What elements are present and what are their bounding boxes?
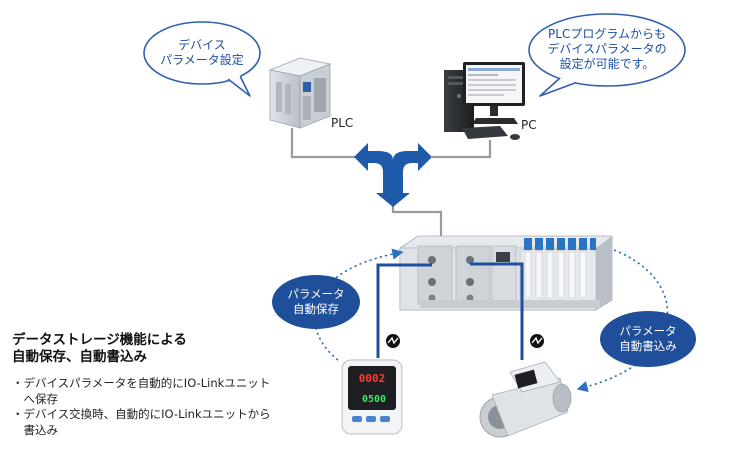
bubble-left-text: デバイス パラメータ設定	[144, 38, 260, 68]
badge-auto-save-line-1: パラメータ	[287, 287, 345, 301]
badge-auto-save-line-2: 自動保存	[293, 302, 339, 316]
branch-arrow-icon	[354, 143, 432, 207]
bubble-plc-program-setting	[528, 13, 686, 97]
bubble-right-line-1: PLCプログラムからも	[548, 27, 666, 41]
sensor-top-value: 0002	[359, 372, 386, 385]
bubble-right-text: PLCプログラムからも デバイスパラメータの 設定が可能です。	[530, 27, 684, 72]
bullet-1-line-2: へ保存	[12, 391, 58, 406]
bullet-1-line-1: ・デバイスパラメータを自動的にIO-Linkユニット	[12, 376, 271, 390]
bullet-2-line-2: 書込み	[12, 422, 58, 437]
feature-heading-line-2: 自動保存、自動書込み	[12, 349, 147, 365]
bubble-right-line-2: デバイスパラメータの	[547, 42, 667, 56]
pressure-switch-icon: 0002 0500	[341, 359, 403, 435]
io-link-unit-icon	[399, 235, 613, 311]
plc-icon	[268, 57, 332, 129]
device-cables	[376, 262, 524, 360]
badge-auto-write-line-2: 自動書込み	[619, 339, 677, 353]
bubble-left-line-1: デバイス	[178, 38, 226, 52]
badge-auto-write-line-1: パラメータ	[619, 324, 677, 338]
badge-auto-save-text: パラメータ 自動保存	[272, 287, 360, 317]
bullet-2-line-1: ・デバイス交換時、自動的にIO-Linkユニットから	[12, 407, 271, 421]
flow-switch-icon	[479, 361, 572, 438]
plc-label: PLC	[331, 116, 354, 130]
feature-bullets: ・デバイスパラメータを自動的にIO-Linkユニット へ保存 ・デバイス交換時、…	[12, 376, 271, 438]
io-link-symbol-icon	[386, 334, 400, 348]
badge-auto-write-text: パラメータ 自動書込み	[600, 324, 696, 354]
feature-heading: データストレージ機能による 自動保存、自動書込み	[12, 332, 187, 366]
bubble-device-parameter-setting	[143, 21, 261, 97]
badge-auto-write	[600, 311, 696, 367]
pc-icon	[444, 62, 525, 140]
bubble-right-line-3: 設定が可能です。	[559, 57, 655, 71]
auto-write-dotted-arrow	[576, 249, 669, 393]
bubble-left-line-2: パラメータ設定	[160, 53, 244, 67]
io-link-symbol-icon	[530, 334, 544, 348]
sensor-bottom-value: 0500	[362, 394, 386, 405]
pc-label: PC	[521, 118, 537, 132]
feature-heading-line-1: データストレージ機能による	[12, 332, 187, 348]
badge-auto-save	[272, 275, 360, 329]
